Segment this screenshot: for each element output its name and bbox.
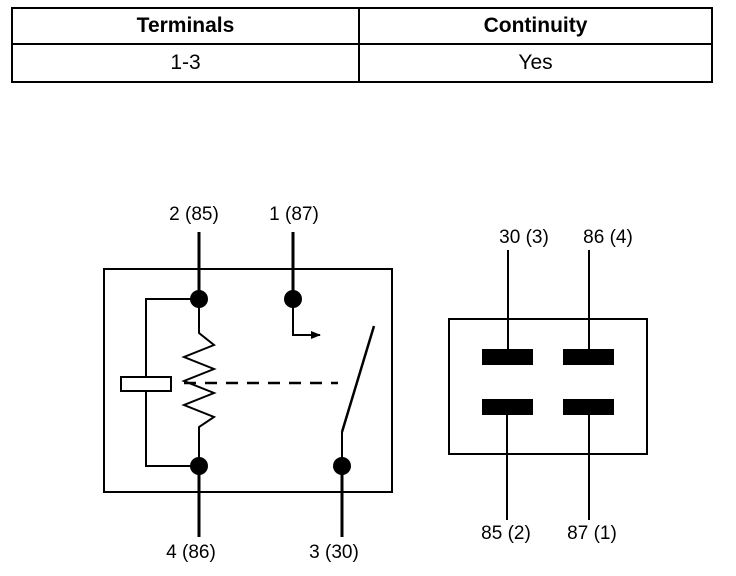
terminal-dot-1-87	[284, 290, 302, 308]
relay-terminals	[190, 290, 351, 475]
cell-continuity: Yes	[358, 43, 713, 83]
pin-label-2-85: 2 (85)	[169, 204, 219, 225]
blade-85-2	[482, 399, 533, 415]
connector-label-87-1: 87 (1)	[567, 523, 617, 544]
pin-label-4-86: 4 (86)	[166, 542, 216, 563]
header-continuity: Continuity	[358, 7, 713, 45]
relay-housing	[103, 268, 393, 493]
connector-label-85-2: 85 (2)	[481, 523, 531, 544]
connector-view	[448, 250, 648, 520]
terminal-dot-3-30	[333, 457, 351, 475]
coil-symbol	[120, 376, 172, 392]
resistor-zigzag	[181, 299, 217, 466]
connector-label-30-3: 30 (3)	[499, 227, 549, 248]
blade-86-4	[563, 349, 614, 365]
table-header-row: Terminals Continuity	[11, 7, 713, 45]
connector-label-86-4: 86 (4)	[583, 227, 633, 248]
connector-housing	[448, 318, 648, 455]
connector-blades	[482, 349, 614, 415]
terminal-dot-2-85	[190, 290, 208, 308]
terminal-dot-4-86	[190, 457, 208, 475]
header-terminals: Terminals	[11, 7, 360, 45]
switch-armature	[340, 325, 376, 433]
blade-87-1	[563, 399, 614, 415]
relay-schematic	[103, 232, 393, 537]
cell-terminals: 1-3	[11, 43, 360, 83]
table-row: 1-3 Yes	[11, 43, 713, 83]
pin-label-1-87: 1 (87)	[269, 204, 319, 225]
continuity-table: Terminals Continuity 1-3 Yes	[11, 7, 713, 83]
contact-lead	[292, 300, 321, 339]
blade-30-3	[482, 349, 533, 365]
pin-label-3-30: 3 (30)	[309, 542, 359, 563]
